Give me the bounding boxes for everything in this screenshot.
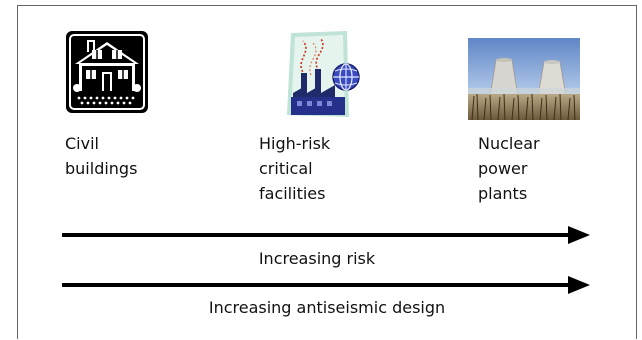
label-line: facilities	[259, 184, 326, 203]
nuclear-plant-photo	[468, 38, 580, 121]
label-line: plants	[478, 184, 528, 203]
label-line: Civil	[65, 134, 99, 153]
antiseismic-arrow-label: Increasing antiseismic design	[208, 298, 446, 317]
label-high-risk-facilities: High-risk critical facilities	[259, 131, 330, 206]
label-civil-buildings: Civil buildings	[65, 131, 137, 181]
house-icon	[65, 30, 149, 114]
label-line: Nuclear	[478, 134, 540, 153]
label-line: High-risk	[259, 134, 331, 153]
label-line: buildings	[65, 159, 138, 178]
label-line: critical	[259, 159, 313, 178]
antiseismic-arrow	[62, 274, 592, 296]
diagram-frame	[17, 5, 637, 339]
factory-globe-icon	[283, 31, 363, 117]
label-line: power	[478, 159, 528, 178]
risk-arrow	[62, 224, 592, 246]
risk-arrow-label: Increasing risk	[258, 249, 376, 268]
label-nuclear-power-plants: Nuclear power plants	[478, 131, 540, 206]
